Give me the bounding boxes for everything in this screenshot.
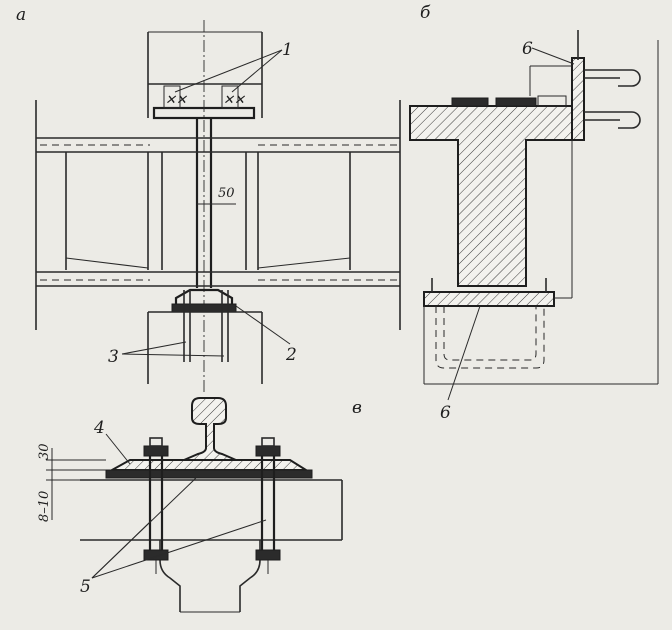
callout-5: 5 — [80, 577, 91, 597]
svg-text:✕✕: ✕✕ — [223, 93, 246, 108]
panel-v-label: в — [352, 398, 362, 418]
panel-v-drawing — [46, 397, 343, 613]
callout-6-top: 6 — [522, 39, 533, 59]
panel-a-label: а — [16, 5, 26, 25]
dimension-gap: 50 — [218, 186, 235, 201]
callout-4: 4 — [93, 418, 105, 438]
panel-b-drawing — [409, 30, 659, 385]
dimension-30: 30 — [37, 443, 52, 460]
callout-1: 1 — [282, 40, 293, 60]
panel-b-label: б — [420, 3, 431, 23]
callout-6-bottom: 6 — [440, 403, 451, 423]
callout-2: 2 — [285, 345, 297, 365]
svg-text:✕✕: ✕✕ — [165, 93, 188, 108]
panel-a-drawing: ✕✕ ✕✕ — [35, 20, 401, 395]
callout-3: 3 — [108, 347, 119, 367]
dimension-8-10: 8–10 — [37, 491, 52, 522]
